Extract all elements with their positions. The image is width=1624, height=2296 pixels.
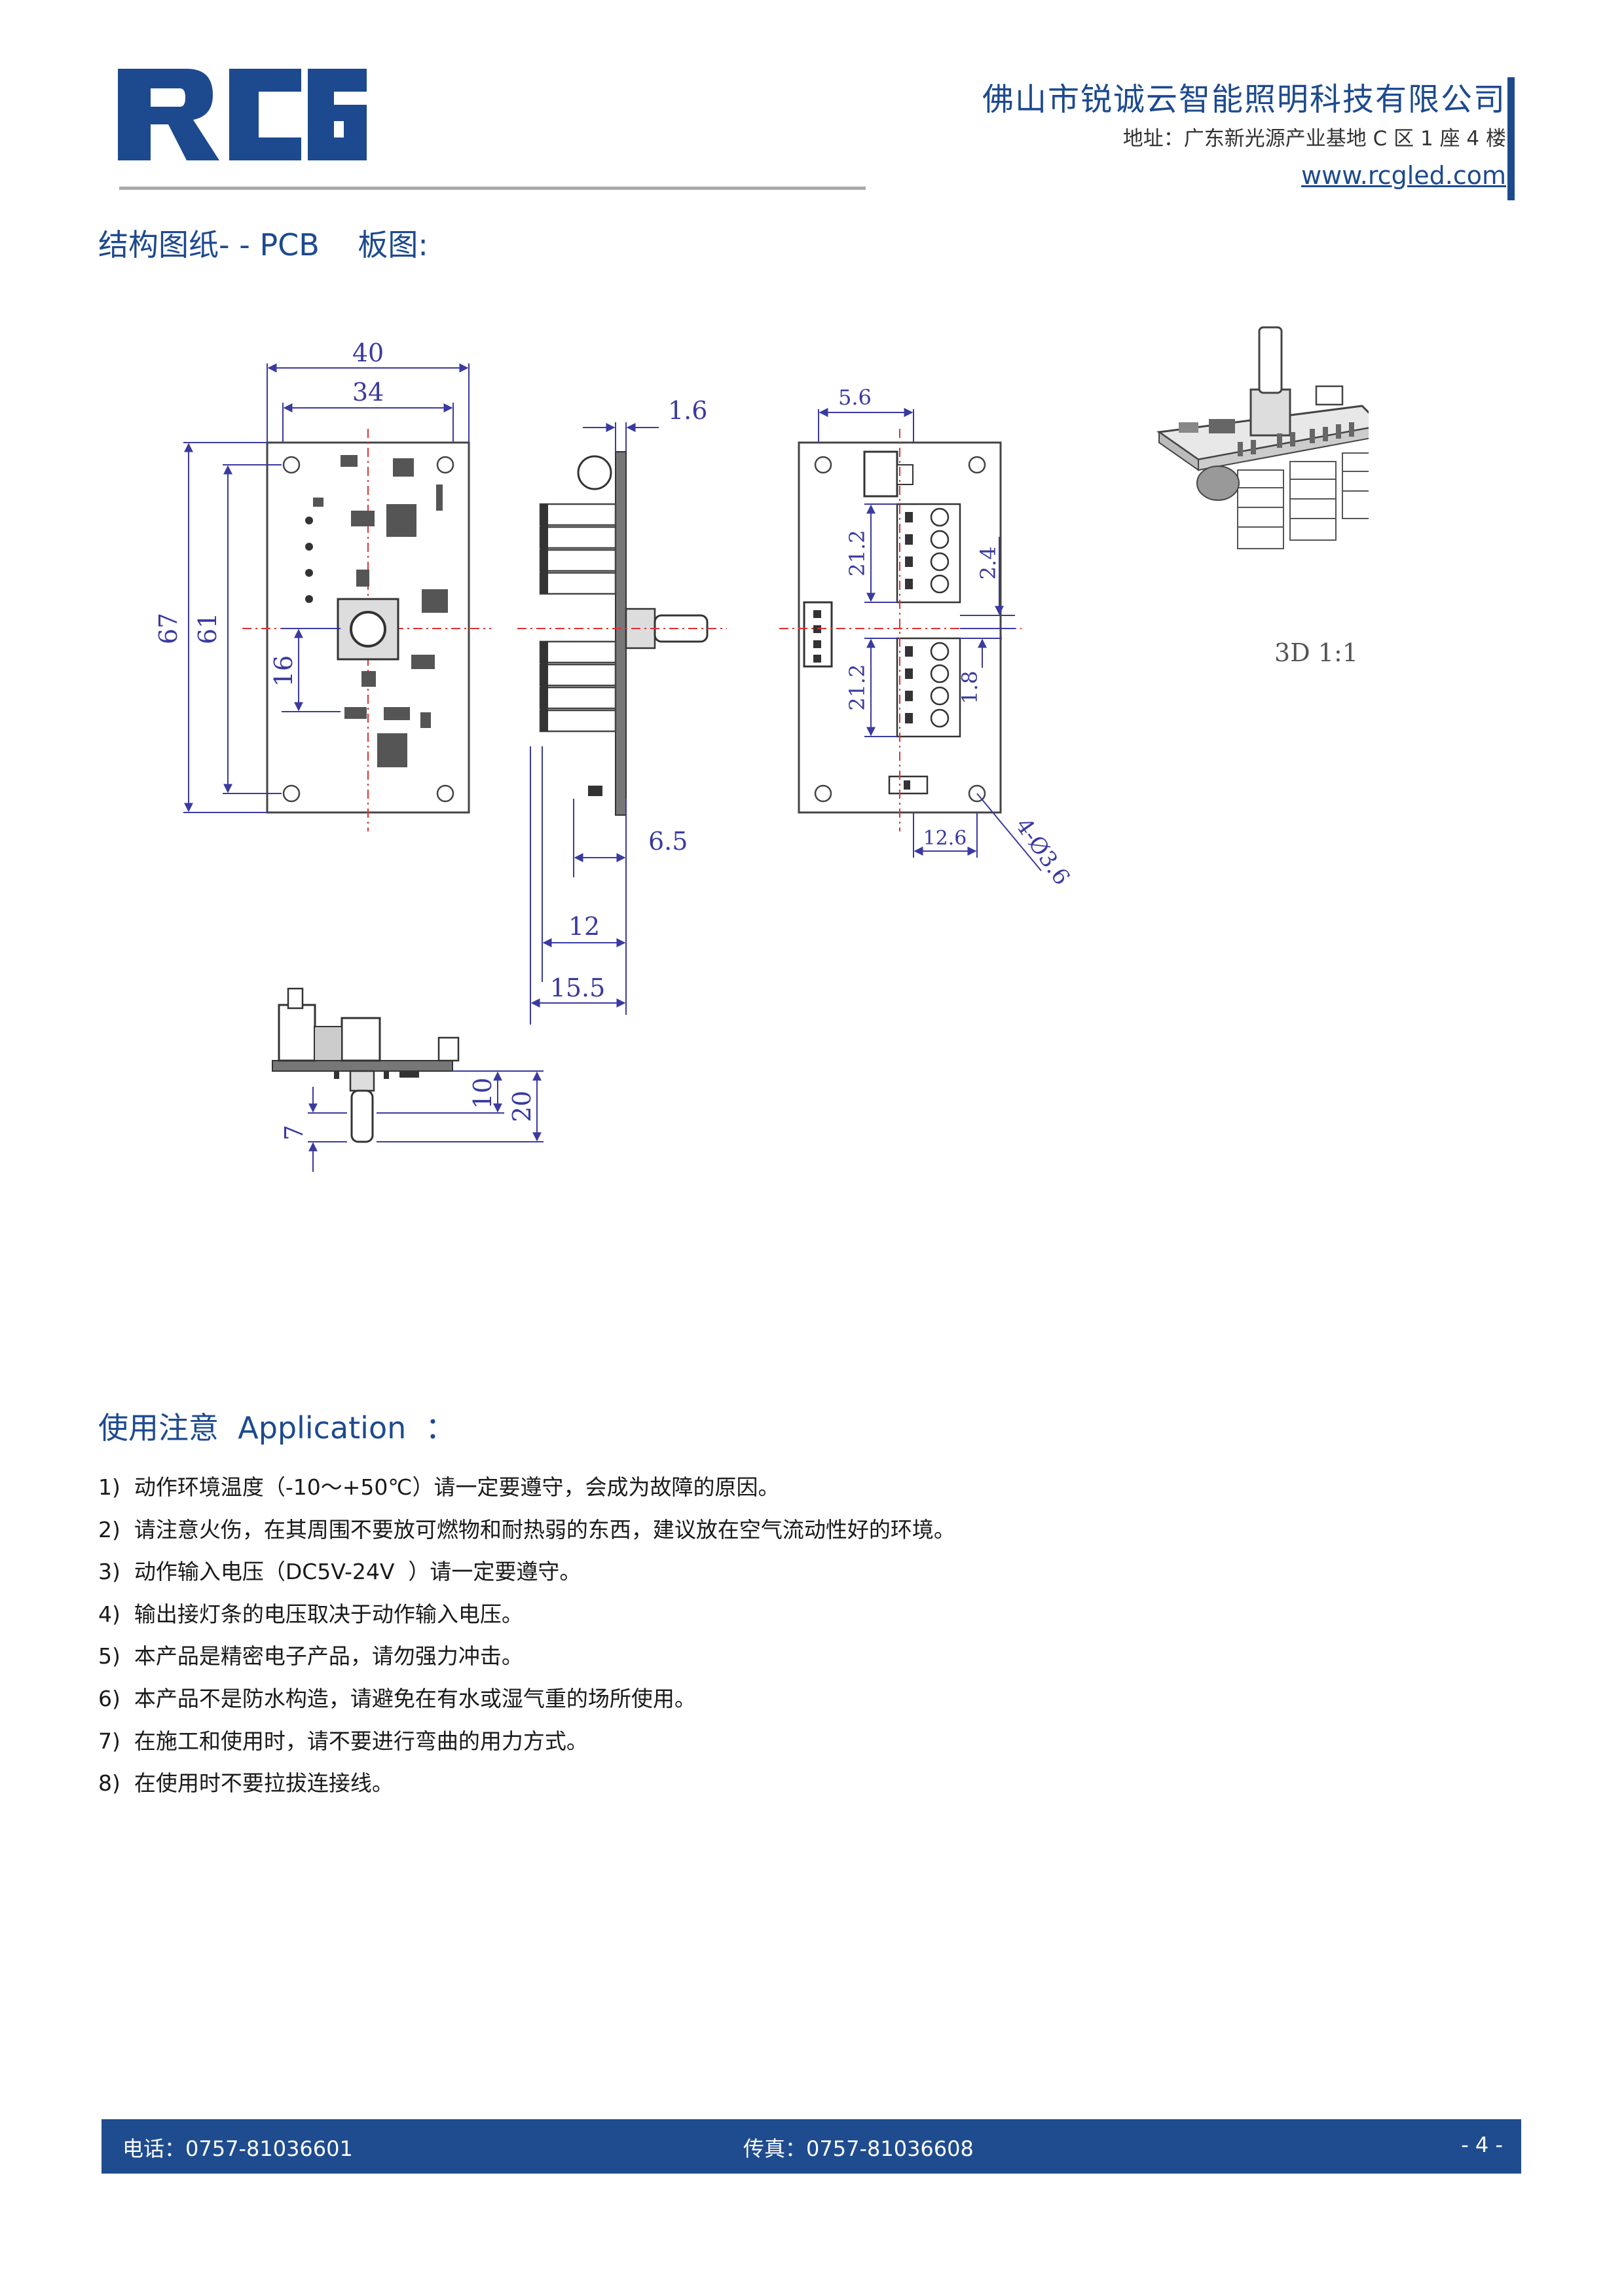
dim-mounting-holes: 4-Ø3.6: [1010, 813, 1075, 890]
dim-20: 20: [507, 1091, 536, 1122]
list-item: 7) 在施工和使用时，请不要进行弯曲的用力方式。: [98, 1728, 588, 1754]
header-divider: [119, 187, 866, 190]
pcb-technical-drawing: 40 34 67 61 16 1.6: [154, 326, 1369, 1172]
dim-15-5: 15.5: [550, 974, 606, 1002]
pcb-front-view: 40 34 67 61 16: [154, 338, 491, 831]
label-3d-scale: 3D 1:1: [1274, 638, 1358, 667]
dim-67: 67: [154, 613, 183, 644]
dim-16: 16: [269, 655, 298, 687]
drawing-section-title: 结构图纸- - PCB 板图:: [98, 227, 428, 263]
dim-6-5: 6.5: [648, 827, 688, 856]
dim-1-8: 1.8: [957, 671, 982, 704]
pcb-bottom-view: 10 20 7: [272, 987, 544, 1172]
list-item: 4) 输出接灯条的电压取决于动作输入电压。: [98, 1601, 523, 1627]
list-item: 2) 请注意火伤，在其周围不要放可燃物和耐热弱的东西，建议放在空气流动性好的环境…: [98, 1516, 955, 1542]
list-item: 8) 在使用时不要拉拔连接线。: [98, 1770, 394, 1796]
dim-61: 61: [193, 613, 222, 644]
list-item: 5) 本产品是精密电子产品，请勿强力冲击。: [98, 1643, 523, 1669]
dim-10: 10: [468, 1078, 497, 1109]
pcb-side-view: 1.6 6.5 12 15.5: [517, 396, 727, 1025]
application-section-title: 使用注意 Application ：: [98, 1410, 456, 1446]
footer-fax: 传真：0757-81036608: [743, 2136, 974, 2161]
company-address: 地址：广东新光源产业基地 C 区 1 座 4 楼: [1122, 127, 1506, 151]
dim-7: 7: [280, 1125, 308, 1140]
page-number: - 4 -: [1461, 2132, 1503, 2157]
header-accent-bar: [1507, 77, 1515, 200]
footer-phone: 电话：0757-81036601: [122, 2136, 353, 2161]
footer-bar: 电话：0757-81036601 传真：0757-81036608 - 4 -: [101, 2119, 1521, 2174]
dim-2-4: 2.4: [976, 547, 1001, 580]
dim-34: 34: [352, 378, 384, 407]
dim-21-2-lower: 21.2: [845, 664, 870, 710]
pcb-back-view: 5.6 21.2 21.2 2.4 1.8 12.6 4-Ø3.6: [779, 385, 1075, 890]
company-website-link[interactable]: www.rcgled.com: [1301, 161, 1506, 190]
dim-40: 40: [352, 338, 384, 367]
dim-1-6: 1.6: [668, 396, 707, 425]
application-notes-list: 1) 动作环境温度（-10～+50℃）请一定要遵守，会成为故障的原因。 2) 请…: [98, 1467, 955, 1805]
list-item: 1) 动作环境温度（-10～+50℃）请一定要遵守，会成为故障的原因。: [98, 1474, 780, 1500]
company-name: 佛山市锐诚云智能照明科技有限公司: [982, 81, 1506, 118]
rcg-logo-icon: [118, 69, 367, 160]
dim-5-6: 5.6: [838, 385, 872, 410]
dim-21-2-upper: 21.2: [845, 530, 870, 576]
dim-12-6: 12.6: [923, 827, 967, 850]
dim-12: 12: [568, 912, 600, 941]
pcb-3d-view: 3D 1:1: [1156, 326, 1369, 667]
list-item: 3) 动作输入电压（DC5V-24V ）请一定要遵守。: [98, 1559, 581, 1585]
list-item: 6) 本产品不是防水构造，请避免在有水或湿气重的场所使用。: [98, 1685, 696, 1711]
